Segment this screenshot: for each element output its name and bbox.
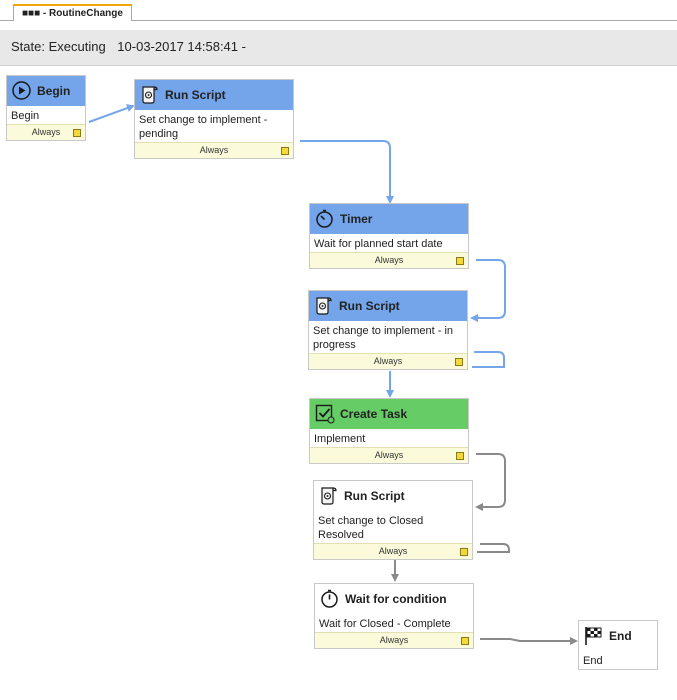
node-wait-for-condition[interactable]: Wait for condition Wait for Closed - Com… [314, 583, 474, 649]
state-label: State: Executing [11, 39, 106, 54]
node-timer-header: Timer [310, 204, 468, 234]
script-scroll-icon [313, 295, 334, 316]
node-begin-footer: Always [7, 124, 85, 140]
node-create-task[interactable]: Create Task Implement Always [309, 398, 469, 464]
stopwatch-icon [319, 588, 340, 609]
state-datetime: 10-03-2017 14:58:41 - [117, 39, 246, 54]
node-create-task-output-port[interactable] [456, 452, 464, 460]
node-end-description: End [583, 655, 603, 667]
connector-task-run3 [475, 453, 506, 511]
node-run-script-1[interactable]: Run Script Set change to implement - pen… [134, 79, 294, 159]
node-run-script-1-footer: Always [135, 142, 293, 158]
stopwatch-icon [314, 208, 335, 229]
node-create-task-header: Create Task [310, 399, 468, 429]
node-run-script-3-footer: Always [314, 543, 472, 559]
state-bar: State: Executing 10-03-2017 14:58:41 - [0, 30, 677, 66]
task-check-icon [314, 403, 335, 424]
tab-label: RoutineChange [49, 8, 123, 19]
script-scroll-icon [318, 485, 339, 506]
node-run-script-3[interactable]: Run Script Set change to Closed Resolved… [313, 480, 473, 560]
tab-routine-change[interactable]: ■■■ - RoutineChange [13, 4, 132, 21]
node-begin-header: Begin [7, 76, 85, 106]
node-run-script-3-title: Run Script [344, 489, 405, 503]
node-begin-description: Begin [11, 110, 40, 122]
node-run-script-3-output-port[interactable] [460, 548, 468, 556]
node-run-script-1-header: Run Script [135, 80, 293, 110]
node-wait-output-port[interactable] [461, 637, 469, 645]
connector-timer-run2 [470, 259, 506, 322]
connector-run2-loop [472, 351, 505, 368]
node-timer-title: Timer [340, 212, 373, 226]
node-timer-description: Wait for planned start date [314, 238, 443, 250]
tab-prefix: ■■■ - [22, 8, 50, 19]
checkered-flag-icon [583, 625, 604, 646]
node-run-script-3-header: Run Script [314, 481, 472, 511]
node-wait-header: Wait for condition [315, 584, 473, 614]
connector-run1-timer [300, 140, 394, 204]
node-create-task-description: Implement [314, 433, 366, 445]
connector-begin-run1 [88, 104, 135, 123]
node-run-script-1-title: Run Script [165, 88, 226, 102]
node-run-script-2-header: Run Script [309, 291, 467, 321]
node-create-task-title: Create Task [340, 407, 408, 421]
node-run-script-2[interactable]: Run Script Set change to implement - in … [308, 290, 468, 370]
node-timer[interactable]: Timer Wait for planned start date Always [309, 203, 469, 269]
connector-wait-end [480, 637, 578, 645]
node-end-title: End [609, 629, 632, 643]
node-wait-footer: Always [315, 632, 473, 648]
node-run-script-1-output-port[interactable] [281, 147, 289, 155]
tab-strip: ■■■ - RoutineChange [0, 0, 677, 22]
script-scroll-icon [139, 84, 160, 105]
node-run-script-3-description: Set change to Closed Resolved [318, 515, 424, 541]
node-timer-output-port[interactable] [456, 257, 464, 265]
node-run-script-2-footer: Always [309, 353, 467, 369]
node-end-header: End [579, 621, 657, 651]
node-timer-footer: Always [310, 252, 468, 268]
node-end[interactable]: End End [578, 620, 658, 670]
node-begin-title: Begin [37, 84, 71, 98]
node-run-script-2-title: Run Script [339, 299, 400, 313]
tab-strip-divider [0, 20, 677, 21]
node-run-script-1-description: Set change to implement - pending [139, 114, 268, 140]
node-wait-title: Wait for condition [345, 592, 447, 606]
connector-run3-loop [477, 543, 510, 553]
node-run-script-2-output-port[interactable] [455, 358, 463, 366]
node-begin-output-port[interactable] [73, 129, 81, 137]
node-begin[interactable]: Begin Begin Always [6, 75, 86, 141]
node-run-script-2-description: Set change to implement - in progress [313, 325, 454, 351]
play-circle-icon [11, 80, 32, 101]
node-create-task-footer: Always [310, 447, 468, 463]
node-wait-description: Wait for Closed - Complete [319, 618, 451, 630]
